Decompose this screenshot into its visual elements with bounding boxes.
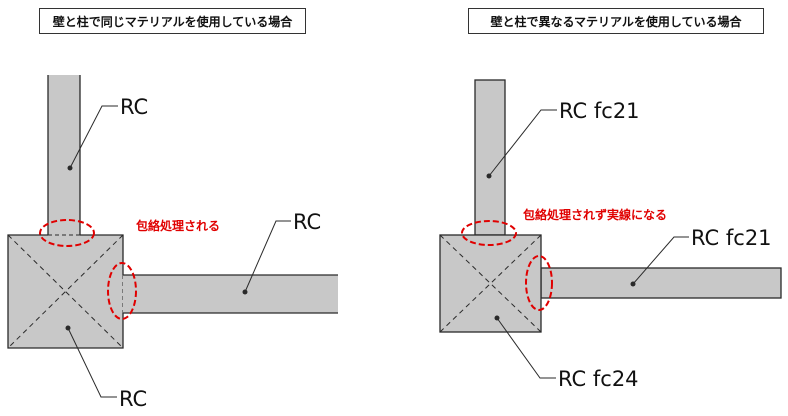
leader-dot-wall-horizontal [630, 281, 636, 287]
leader-dot-wall-vertical [486, 173, 492, 179]
column [8, 235, 123, 348]
highlight-right-joint [525, 255, 553, 311]
wall-horizontal [540, 267, 782, 299]
note-joined: 包絡処理される [135, 218, 220, 233]
leader-wall-vertical [69, 105, 118, 169]
leader-dot-column [65, 325, 71, 331]
leader-column [67, 327, 117, 398]
wall-vertical [474, 79, 506, 236]
label-column: RC [119, 387, 147, 411]
leader-column [496, 317, 556, 379]
column [439, 234, 542, 333]
wall-vertical [48, 75, 80, 235]
highlight-top-joint [39, 219, 95, 247]
note-not-joined: 包絡処理されず実線になる [522, 207, 667, 222]
leader-wall-horizontal [632, 236, 689, 285]
leader-wall-horizontal [244, 220, 291, 293]
leader-dot-wall-vertical [67, 165, 73, 171]
label-wall-horizontal: RC fc21 [691, 226, 772, 250]
leader-wall-vertical [488, 109, 557, 177]
label-column: RC fc24 [558, 367, 639, 391]
highlight-top-joint [461, 220, 517, 246]
panel-same-material: RC RC RC 包絡処理される [7, 75, 338, 411]
label-wall-vertical: RC [120, 95, 148, 119]
caption-different-material: 壁と柱で異なるマテリアルを使用している場合 [468, 8, 764, 34]
highlight-right-joint [107, 262, 137, 320]
wall-horizontal [123, 275, 338, 313]
caption-same-material: 壁と柱で同じマテリアルを使用している場合 [39, 8, 306, 34]
leader-dot-wall-horizontal [242, 289, 248, 295]
leader-dot-column [494, 315, 500, 321]
panel-different-material: RC fc21 RC fc21 RC fc24 包絡処理されず実線になる [439, 79, 782, 391]
label-wall-vertical: RC fc21 [559, 99, 640, 123]
label-wall-horizontal: RC [293, 210, 321, 234]
